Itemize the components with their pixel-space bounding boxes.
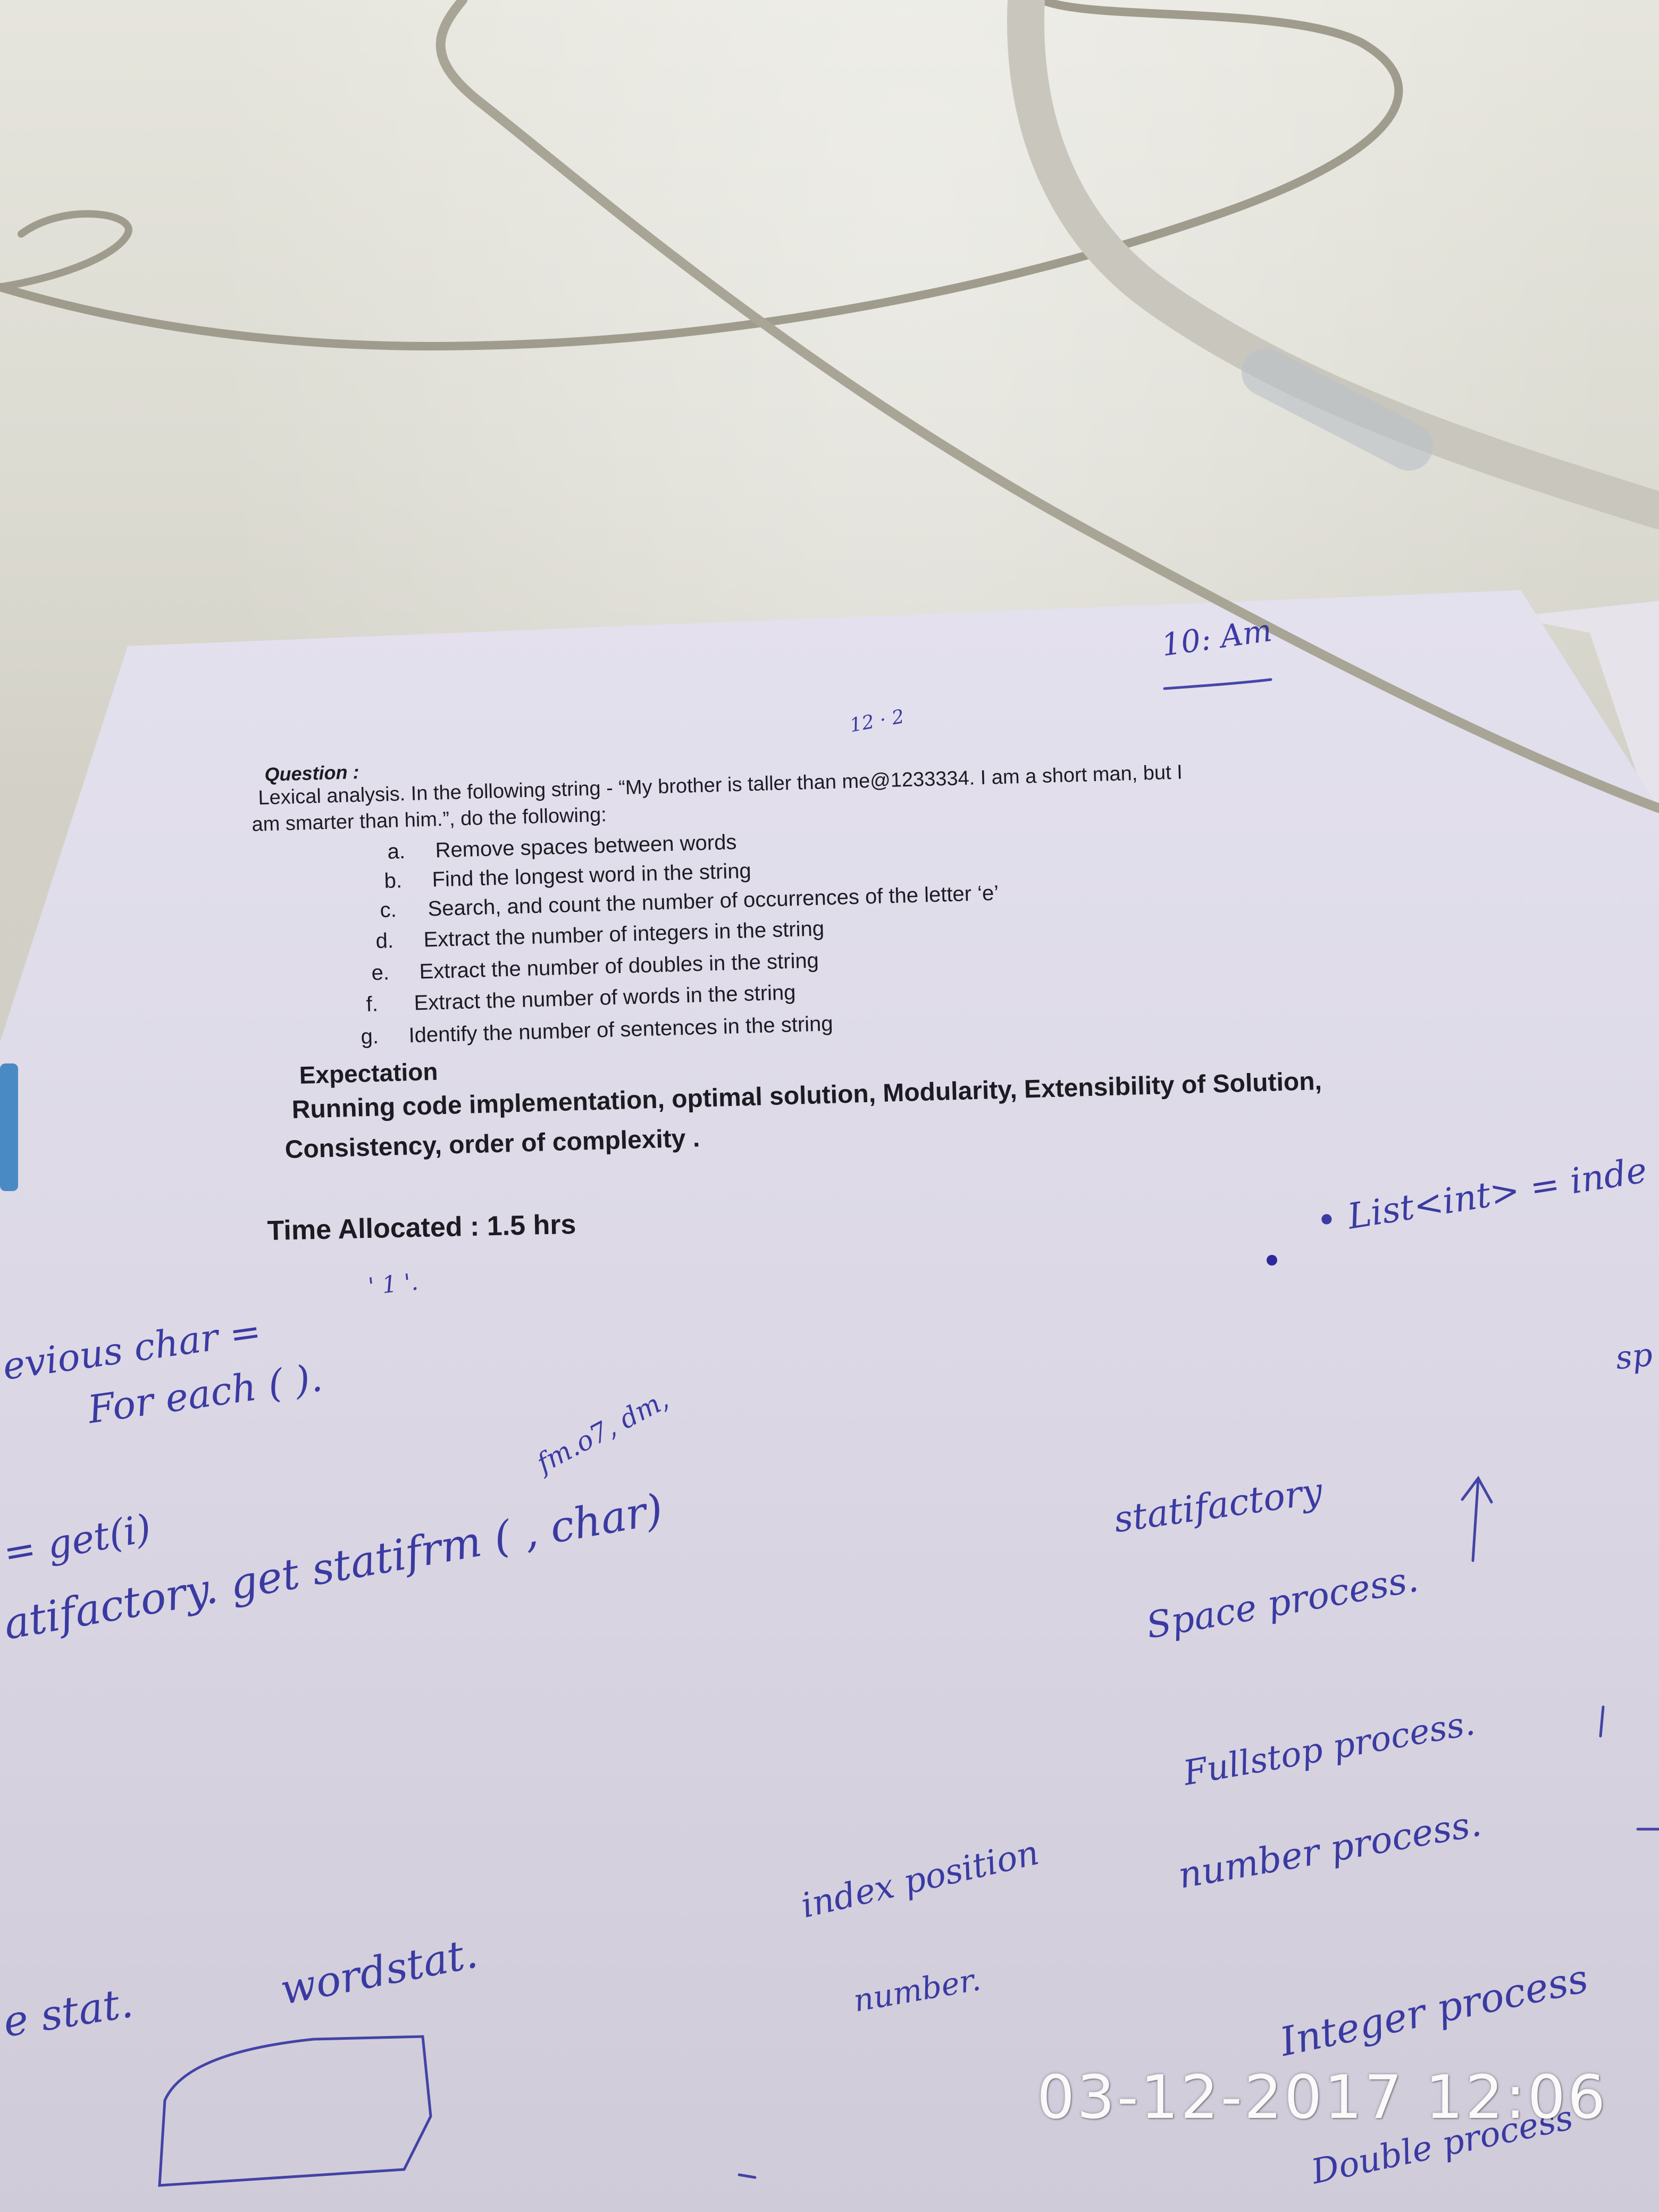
question-intro-line-1: Lexical analysis. In the following strin… [258, 761, 1183, 809]
task-letter: b. [384, 869, 403, 893]
main-sheet [0, 590, 1659, 2212]
question-intro-line-2: am smarter than him.”, do the following: [252, 803, 607, 836]
task-item: d. Extract the number of integers in the … [375, 917, 825, 953]
arrow-line-2 [1599, 1705, 1605, 1738]
arrow-line-1 [1471, 1477, 1480, 1562]
second-sheet [1510, 601, 1659, 840]
question-label: Question : [264, 761, 360, 785]
task-text: Find the longest word in the string [431, 859, 752, 892]
bullet-dot [1267, 1255, 1277, 1266]
expectation-heading: Expectation [299, 1057, 439, 1089]
task-letter: a. [387, 840, 406, 864]
camera-timestamp: 03-12-2017 12:06 [1037, 2063, 1608, 2132]
expectation-line-2: Consistency, order of complexity . [284, 1124, 700, 1164]
task-letter: c. [380, 898, 397, 922]
tick-mark [738, 2173, 757, 2179]
drawn-box [158, 2035, 432, 2187]
cable [0, 0, 1659, 813]
task-letter: d. [375, 929, 394, 953]
task-item: g. Identify the number of sentences in th… [361, 1012, 833, 1049]
underline-mark [1163, 678, 1272, 690]
task-item: b. Find the longest word in the string [384, 859, 751, 893]
task-item: e. Extract the number of doubles in the s… [371, 949, 819, 985]
task-text: Identify the number of sentences in the … [408, 1012, 834, 1048]
arrow-head-1 [1461, 1476, 1493, 1504]
handwritten-note: ' 1 '. [367, 1268, 420, 1301]
blue-object [0, 1063, 18, 1191]
task-letter: g. [361, 1025, 379, 1049]
task-item: a. Remove spaces between words [387, 831, 737, 864]
task-letter: f. [366, 992, 379, 1016]
task-text: Extract the number of doubles in the str… [418, 949, 819, 984]
time-allocated: Time Allocated : 1.5 hrs [267, 1209, 576, 1246]
task-letter: e. [371, 961, 390, 985]
task-text: Remove spaces between words [434, 830, 737, 862]
handwritten-note: sp [1614, 1336, 1655, 1377]
task-text: Extract the number of integers in the st… [423, 917, 825, 952]
ink-strokes [158, 678, 1659, 2187]
task-item: f. Extract the number of words in the str… [366, 981, 796, 1017]
expectation-line-1: Running code implementation, optimal sol… [291, 1067, 1322, 1124]
task-text: Extract the number of words in the strin… [413, 981, 797, 1015]
